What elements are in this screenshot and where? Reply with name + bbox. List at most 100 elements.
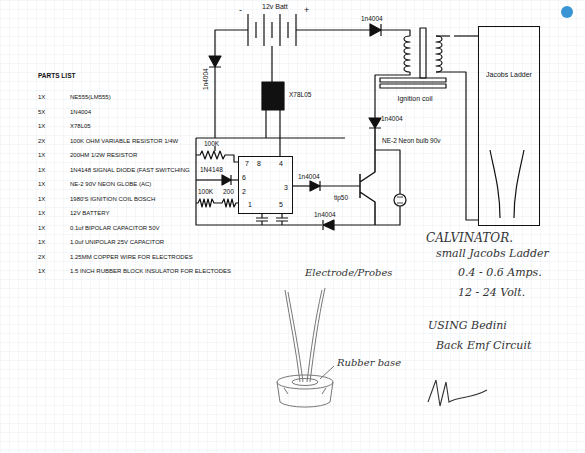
- part-description: 12V BATTERY: [70, 210, 109, 217]
- resistor-label: 100K: [198, 188, 213, 195]
- ignition-coil: Ignition coil: [376, 26, 454, 106]
- node-label: Jacobs Ladder: [479, 71, 539, 79]
- note: small Jacobs Ladder: [436, 248, 549, 260]
- wire: [231, 179, 238, 180]
- diode-symbol: [209, 56, 221, 67]
- pin-number: 7: [245, 160, 249, 167]
- quantity: 1X: [38, 123, 45, 130]
- quantity: 2X: [38, 138, 45, 145]
- part-description: 200HM 1/2W RESISTOR: [70, 152, 137, 159]
- diode-label: 1n4004: [298, 173, 320, 180]
- part-description: 1.5 INCH RUBBER BLOCK INSULATOR FOR ELEC…: [70, 268, 231, 275]
- part-description: 1N4148 SIGNAL DIODE (FAST SWITCHING: [70, 167, 190, 174]
- wire: [266, 110, 280, 156]
- diode-symbol: [369, 118, 381, 128]
- polarity-mark: +: [304, 6, 309, 16]
- part-description: 100K OHM VARIABLE RESISTOR 1/4W: [70, 138, 178, 145]
- ic-chip: 7 8 4 6 2 3 1 5: [238, 156, 293, 214]
- pin-number: 1: [248, 201, 252, 208]
- part-description: X78L05: [70, 123, 91, 130]
- wire: [320, 185, 360, 186]
- resistor-symbol: [196, 151, 238, 162]
- wire: [196, 179, 222, 180]
- pin-number: 6: [242, 174, 246, 181]
- resistor-label: 200: [223, 188, 234, 195]
- coil-symbol: [380, 28, 446, 88]
- parts-list-heading: PARTS LIST: [38, 72, 75, 79]
- diode-label: 1n4004: [381, 115, 403, 122]
- quantity: 1X: [38, 167, 45, 174]
- leader-line: [320, 366, 334, 379]
- quantity: 1X: [38, 225, 45, 232]
- note: USING Bedini: [428, 320, 507, 332]
- diode-label: 1n4004: [314, 211, 336, 218]
- part-description: 1980'S IGNITION COIL BOSCH: [70, 196, 155, 203]
- battery-symbol: [248, 14, 296, 46]
- quantity: 1X: [38, 210, 45, 217]
- wire: [381, 30, 410, 36]
- note: 12 - 24 Volt.: [458, 287, 525, 299]
- quantity: 2X: [38, 254, 45, 261]
- pin-number: 3: [284, 184, 288, 191]
- resistor-label: 100K: [204, 140, 219, 147]
- corner-icon: [561, 6, 573, 18]
- wire: [296, 29, 370, 30]
- neon-bulb-symbol: [394, 194, 406, 206]
- wire: [436, 72, 478, 220]
- diode-symbol: [370, 24, 381, 36]
- capacitor-symbol: [256, 214, 268, 225]
- neon-electrodes: [397, 197, 403, 203]
- jacobs-ladder: Jacobs Ladder: [478, 26, 540, 226]
- quantity: 5X: [38, 109, 45, 116]
- transistor-symbol: [360, 128, 375, 225]
- pin-number: 8: [257, 160, 261, 167]
- pin-number: 2: [242, 188, 246, 195]
- diode-label: 1n4004: [361, 15, 383, 22]
- quantity: 1X: [38, 94, 45, 101]
- transistor-label: tip50: [334, 194, 348, 201]
- quantity: 1X: [38, 239, 45, 246]
- part-description: NE555(LM555): [70, 94, 111, 101]
- signature: [428, 380, 487, 406]
- note: Back Emf Circuit: [436, 340, 531, 352]
- polarity-mark: -: [239, 6, 242, 16]
- wire-connector: [454, 35, 478, 36]
- neon-bulb-label: NE-2 Neon bulb 90v: [382, 137, 441, 144]
- part-description: 1N4004: [70, 109, 91, 116]
- part-description: 1.0uf UNIPOLAR 25V CAPACITOR: [70, 239, 164, 246]
- quantity: 1X: [38, 268, 45, 275]
- regulator-label: X78L05: [289, 91, 311, 98]
- pin-number: 4: [279, 160, 283, 167]
- diode-label: 1N4148: [200, 166, 223, 173]
- callout-label: Rubber base: [337, 357, 401, 368]
- note: 0.4 - 0.6 Amps.: [458, 267, 542, 279]
- ladder-electrodes: [490, 150, 524, 218]
- wire: [196, 138, 375, 225]
- part-description: 1.25MM COPPER WIRE FOR ELECTRODES: [70, 254, 193, 261]
- part-description: 0.1uf BIPOLAR CAPACITOR 50V: [70, 225, 159, 232]
- diode-symbol: [323, 220, 334, 230]
- quantity: 1X: [38, 181, 45, 188]
- node-label: Ignition coil: [377, 95, 453, 103]
- capacitor-symbol: [276, 214, 288, 225]
- wire: [214, 67, 215, 138]
- wire: [215, 30, 248, 56]
- wire: [375, 150, 400, 225]
- part-description: NE-2 90V NEON GLOBE (AC): [70, 181, 151, 188]
- resistor-symbol: [196, 199, 238, 207]
- diode-symbol: [310, 181, 320, 191]
- diode-symbol: [222, 175, 231, 185]
- wire: [436, 35, 450, 36]
- wire: [293, 185, 310, 186]
- diode-label: 1n4004: [202, 68, 209, 90]
- note-title: CALVINATOR.: [426, 232, 513, 245]
- electrode-illustration: [277, 288, 334, 407]
- quantity: 1X: [38, 152, 45, 159]
- callout-label: Electrode/Probes: [305, 267, 393, 278]
- regulator-symbol: [262, 82, 284, 110]
- wire: [271, 46, 272, 82]
- pin-number: 5: [279, 201, 283, 208]
- battery-label: 12v Batt: [262, 3, 288, 11]
